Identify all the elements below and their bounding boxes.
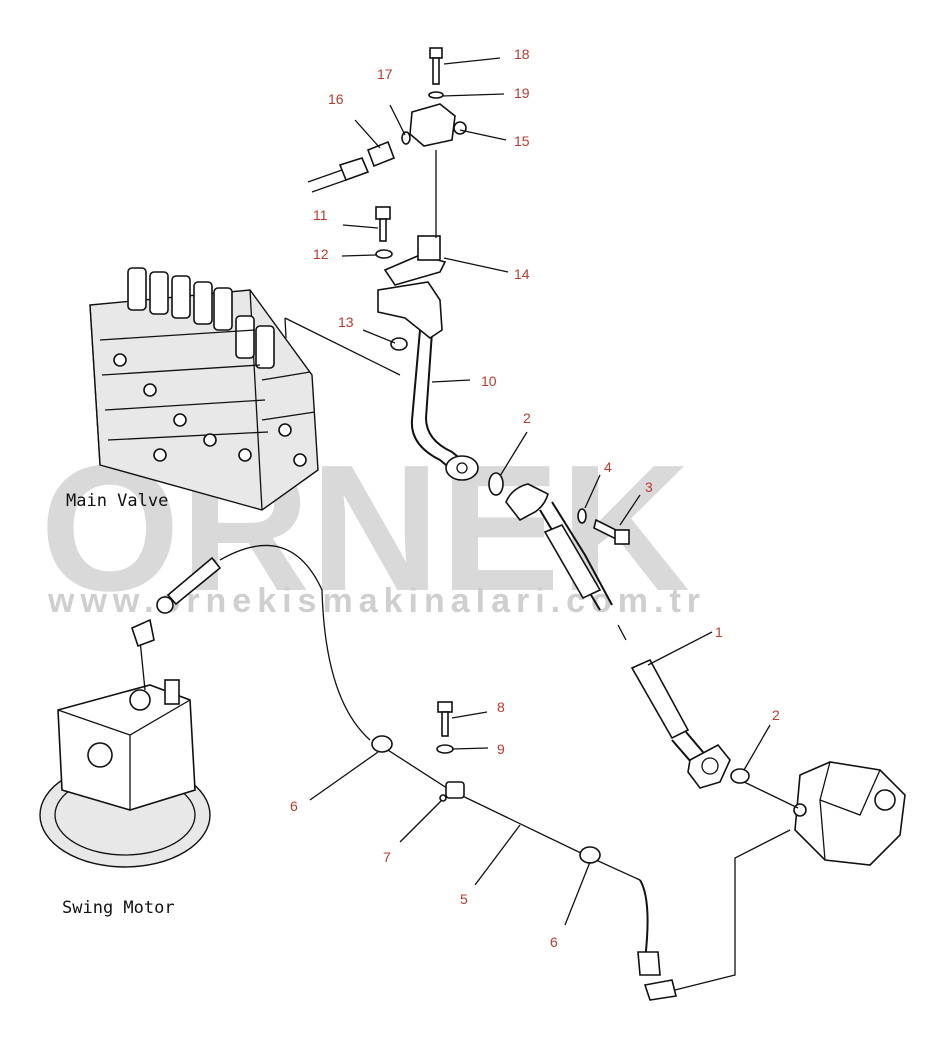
block-7 bbox=[439, 781, 465, 802]
oring-2b bbox=[730, 768, 750, 784]
swing-motor-drawing bbox=[39, 618, 211, 868]
pipe-10 bbox=[377, 281, 479, 481]
leader-lines bbox=[309, 57, 771, 926]
fitting-16 bbox=[307, 140, 396, 193]
callout-18: 18 bbox=[514, 46, 530, 62]
callout-4: 4 bbox=[604, 459, 612, 475]
callout-14: 14 bbox=[514, 266, 530, 282]
callout-13: 13 bbox=[338, 314, 354, 330]
washer-4 bbox=[577, 508, 587, 524]
callout-3: 3 bbox=[645, 479, 653, 495]
callout-6a: 6 bbox=[290, 798, 298, 814]
callout-11: 11 bbox=[313, 207, 328, 223]
callout-1: 1 bbox=[715, 624, 723, 640]
swing-motor-label: Swing Motor bbox=[62, 898, 175, 918]
main-valve-drawing bbox=[89, 267, 401, 511]
callout-7: 7 bbox=[383, 849, 391, 865]
washer-12 bbox=[375, 249, 393, 259]
callout-2a: 2 bbox=[523, 410, 531, 426]
washer-9 bbox=[436, 744, 454, 754]
callout-17: 17 bbox=[377, 66, 393, 82]
callouts: 1 2 2 3 4 5 6 6 7 8 9 10 11 12 13 14 15 … bbox=[290, 46, 780, 950]
oring-13 bbox=[390, 337, 408, 351]
main-valve-label: Main Valve bbox=[66, 491, 168, 511]
callout-9: 9 bbox=[497, 741, 505, 757]
oring-2a bbox=[488, 472, 504, 496]
bolt-8 bbox=[437, 701, 453, 737]
junction-block-15 bbox=[401, 47, 467, 147]
callout-5: 5 bbox=[460, 891, 468, 907]
callout-16: 16 bbox=[328, 91, 344, 107]
callout-8: 8 bbox=[497, 699, 505, 715]
clamp-14 bbox=[383, 150, 447, 286]
callout-2b: 2 bbox=[772, 707, 780, 723]
elbow-unit-drawing bbox=[674, 761, 906, 991]
bolt-11 bbox=[375, 206, 391, 242]
callout-15: 15 bbox=[514, 133, 530, 149]
watermark-url: www.ornekismakinalari.com.tr bbox=[47, 582, 706, 620]
callout-19: 19 bbox=[514, 85, 530, 101]
clamp-6b bbox=[579, 846, 601, 864]
callout-10: 10 bbox=[481, 373, 497, 389]
bolt-3 bbox=[593, 518, 630, 545]
callout-6b: 6 bbox=[550, 934, 558, 950]
clamp-6a bbox=[371, 735, 393, 753]
hose-5 bbox=[156, 544, 677, 1001]
hose-1 bbox=[505, 483, 731, 789]
callout-12: 12 bbox=[313, 246, 329, 262]
